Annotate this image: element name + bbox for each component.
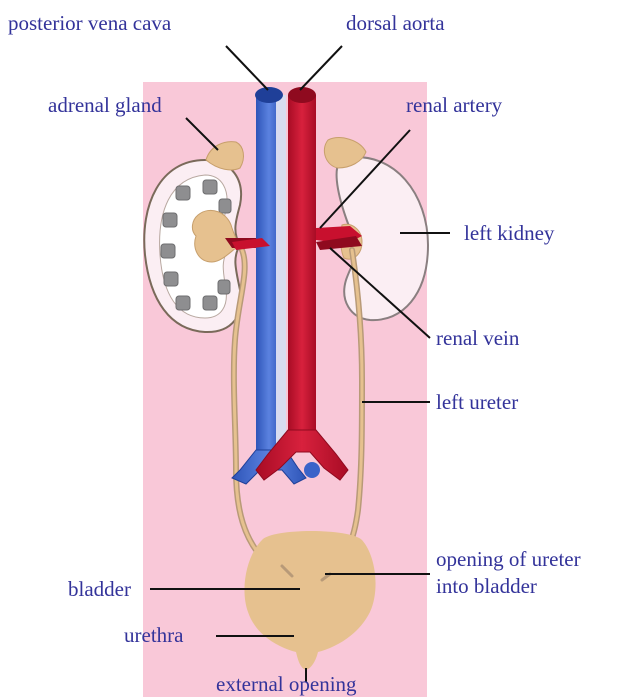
label-dorsal-aorta: dorsal aorta [346, 11, 445, 35]
label-posterior-vena-cava: posterior vena cava [8, 11, 172, 35]
label-external-opening: external opening [216, 672, 357, 696]
label-opening-of-ureter-line1: opening of ureter [436, 547, 581, 571]
label-adrenal-gland: adrenal gland [48, 93, 162, 117]
label-bladder: bladder [68, 577, 131, 601]
label-left-ureter: left ureter [436, 390, 518, 414]
label-urethra: urethra [124, 623, 184, 647]
label-renal-vein: renal vein [436, 326, 520, 350]
label-left-kidney: left kidney [464, 221, 555, 245]
label-opening-of-ureter-line2: into bladder [436, 574, 537, 598]
label-renal-artery: renal artery [406, 93, 503, 117]
